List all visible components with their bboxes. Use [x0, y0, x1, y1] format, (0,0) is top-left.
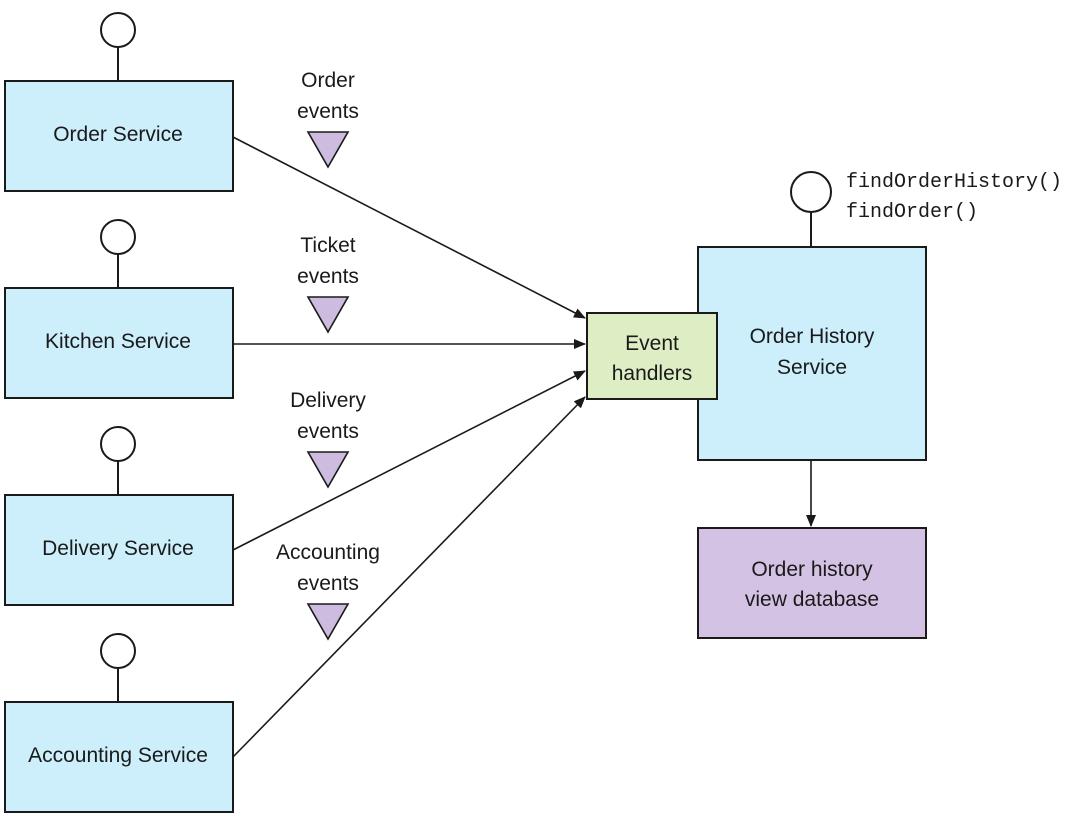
- event-label-line2: events: [297, 572, 359, 595]
- order-history-service: findOrderHistory() findOrder() Order His…: [697, 171, 1062, 461]
- view-database-label-line2: view database: [745, 588, 879, 611]
- interface-lollipop-icon: [100, 633, 136, 669]
- event-label-line1: Order: [301, 69, 355, 92]
- delivery-service-label: Delivery Service: [42, 537, 194, 560]
- event-channel-order: Order events: [297, 69, 359, 169]
- order-service-box: [4, 80, 234, 192]
- accounting-service-label: Accounting Service: [28, 744, 208, 767]
- view-database-box: [697, 527, 927, 639]
- arrow-delivery-to-handlers: [232, 370, 586, 551]
- event-label-line1: Delivery: [290, 389, 366, 412]
- accounting-service-box: [4, 701, 234, 813]
- order-history-service-box: [697, 246, 927, 461]
- event-label-line2: events: [297, 420, 359, 443]
- event-channel-ticket: Ticket events: [297, 234, 359, 334]
- kitchen-service-label: Kitchen Service: [45, 330, 191, 353]
- event-label-line2: events: [297, 265, 359, 288]
- order-history-service-label-line2: Service: [777, 356, 847, 379]
- event-triangle-icon: [306, 451, 350, 489]
- service-accounting: Accounting Service: [4, 633, 234, 813]
- delivery-service-box: [4, 494, 234, 606]
- operation-find-order: findOrder(): [846, 201, 978, 224]
- event-label-line2: events: [297, 100, 359, 123]
- service-order: Order Service: [4, 12, 234, 192]
- operation-find-order-history: findOrderHistory(): [846, 171, 1062, 194]
- event-triangle-icon: [306, 131, 350, 169]
- arrow-accounting-to-handlers: [232, 396, 586, 758]
- event-label-line1: Ticket: [300, 234, 355, 257]
- arrow-order-to-handlers: [232, 136, 586, 319]
- interface-lollipop-icon: [100, 426, 136, 462]
- kitchen-service-box: [4, 287, 234, 399]
- event-handlers: Event handlers: [586, 312, 718, 400]
- interface-lollipop-icon: [100, 219, 136, 255]
- interface-lollipop-icon: [100, 12, 136, 48]
- service-kitchen: Kitchen Service: [4, 219, 234, 399]
- event-handlers-box: [586, 312, 718, 400]
- view-database: Order history view database: [697, 527, 927, 639]
- event-label-line1: Accounting: [276, 541, 380, 564]
- interface-lollipop-icon: [790, 171, 832, 213]
- event-handlers-label-line1: Event: [625, 332, 679, 355]
- event-handlers-label-line2: handlers: [612, 362, 693, 385]
- event-channel-delivery: Delivery events: [290, 389, 366, 489]
- event-channel-accounting: Accounting events: [276, 541, 380, 641]
- order-history-service-label-line1: Order History: [750, 325, 875, 348]
- view-database-label-line1: Order history: [751, 558, 873, 581]
- service-delivery: Delivery Service: [4, 426, 234, 606]
- order-service-label: Order Service: [53, 123, 183, 146]
- event-triangle-icon: [306, 296, 350, 334]
- event-triangle-icon: [306, 603, 350, 641]
